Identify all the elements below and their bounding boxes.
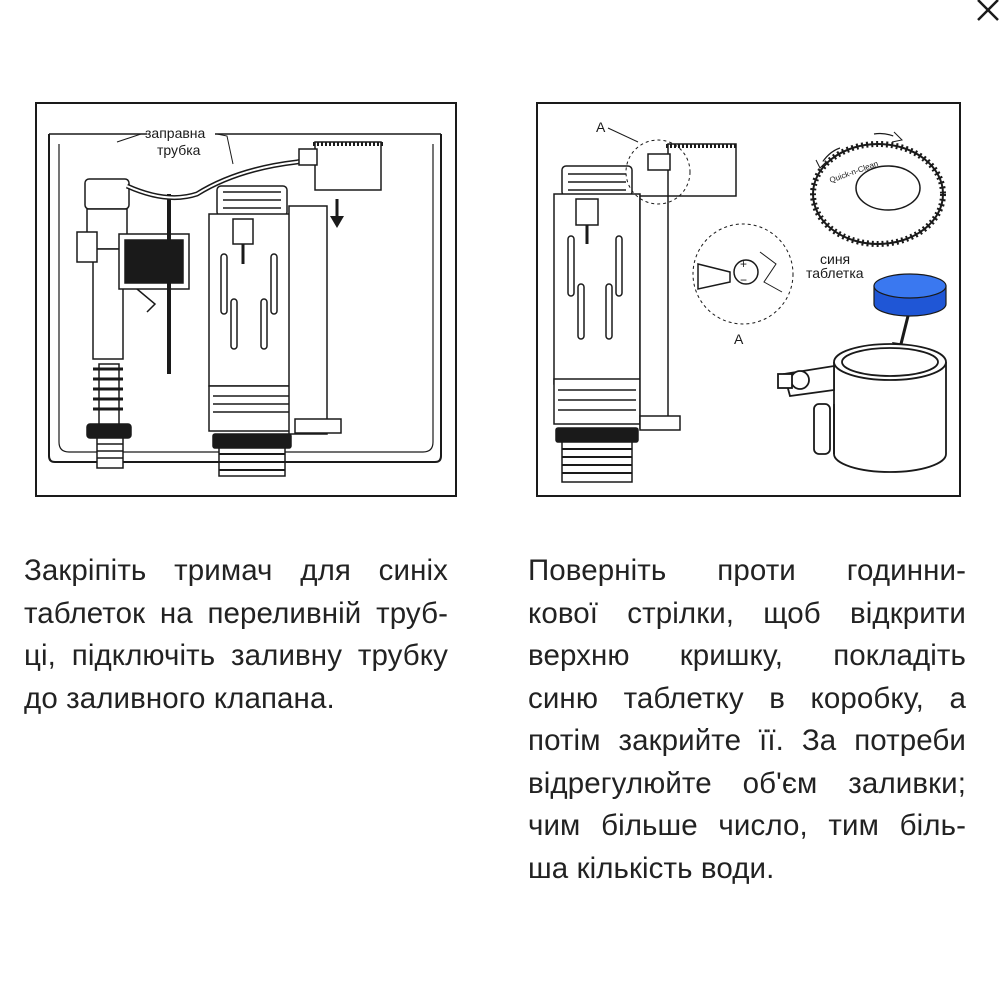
tablet-holder-diagram: A + − A Quick-n-Clean синя таблетка: [553, 119, 947, 483]
instruction-step-2-line: верхню кришку, покладіть: [528, 639, 966, 672]
fill-valve: [76, 178, 190, 469]
instruction-step-2-line: потім закрийте її. За потреби: [528, 724, 966, 757]
close-icon[interactable]: [968, 0, 1000, 28]
label-refill-tube-2: трубка: [157, 142, 201, 158]
cistern-diagram: заправна трубка: [48, 125, 442, 477]
instruction-step-2-line: синю таблетку в коробку, а: [528, 681, 966, 715]
label-blue-tablet: синя: [820, 251, 850, 267]
tablet-holder: [647, 143, 738, 197]
instruction-step-2-line: чим більше число, тим біль-: [528, 809, 966, 842]
label-a-bottom: A: [734, 331, 744, 347]
instruction-step-1-line: таблеток на переливній труб-: [24, 596, 448, 630]
tablet-holder: [298, 141, 383, 191]
instruction-step-2-line: кової стрілки, щоб відкрити: [528, 596, 966, 630]
label-a-top: A: [596, 119, 606, 135]
svg-text:−: −: [740, 273, 747, 287]
label-refill-tube: заправна: [145, 125, 206, 141]
illustration-load-blue-tablet: A + − A Quick-n-Clean синя таблетка: [536, 102, 961, 497]
flush-valve: [208, 185, 342, 477]
tablet-container: [777, 343, 947, 473]
instruction-step-2-line: ша кількість води.: [528, 851, 775, 885]
instruction-step-2-line: Поверніть проти годинни-: [528, 554, 966, 587]
instruction-step-1-line: до заливного клапана.: [24, 681, 335, 715]
adjustment-dial-detail: + −: [692, 223, 794, 325]
instruction-step-2-line: відрегулюйте об'єм заливки;: [528, 766, 966, 800]
instruction-step-1: Закріпіть тримач для синіх таблеток на п…: [24, 550, 448, 720]
holder-lid: Quick-n-Clean: [810, 141, 946, 247]
illustration-install-tablet-holder: заправна трубка: [35, 102, 457, 497]
instruction-step-1-line: Закріпіть тримач для синіх: [24, 554, 448, 587]
instruction-step-2: Поверніть проти годинни- кової стрілки, …: [528, 550, 966, 890]
flush-valve: [553, 165, 681, 483]
instruction-step-1-line: ці, підключіть заливну трубку: [24, 639, 448, 672]
label-blue-tablet-2: таблетка: [806, 265, 864, 281]
svg-text:+: +: [740, 257, 747, 271]
blue-tablet: [873, 273, 947, 317]
